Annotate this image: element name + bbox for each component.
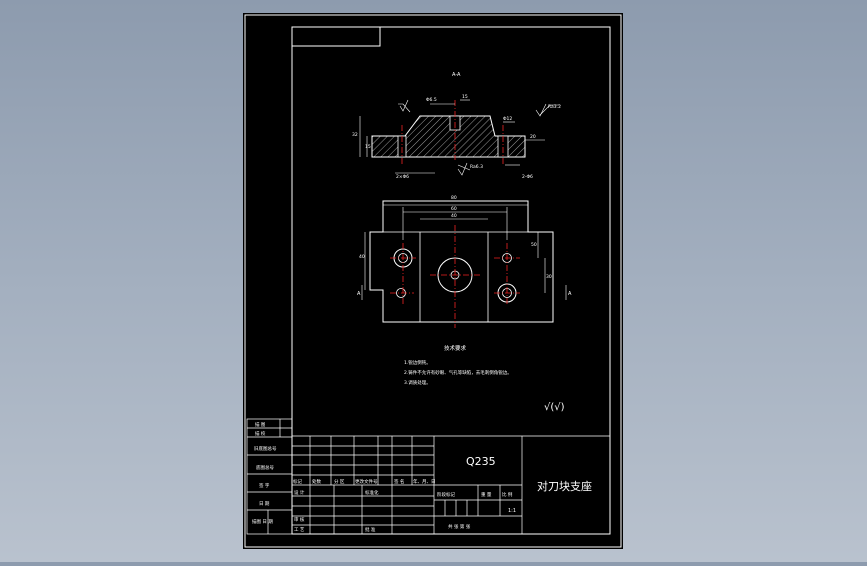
stamp-label: 签 字	[259, 482, 270, 489]
stage-header: 阶段标记	[437, 491, 455, 498]
title-block-text: Q235 对刀块支座 1:1 标记 处数 分 区 更改文件号 签 名 年、月、日…	[293, 455, 592, 533]
stamp-label: 描图 日 期	[252, 518, 273, 525]
rev-header: 年、月、日	[413, 478, 436, 485]
rev-header: 签 名	[394, 478, 404, 485]
dim-text: Φ12	[503, 116, 512, 122]
role-label: 设 计	[294, 489, 305, 496]
section-mark-right: A	[568, 291, 572, 297]
dim-text: 15	[462, 94, 468, 100]
inner-frame	[291, 26, 611, 535]
dim-text: 40	[359, 254, 365, 260]
section-label: A-A	[452, 72, 461, 78]
tech-note: 1.锐边倒钝。	[404, 359, 431, 366]
title-block-grid	[292, 435, 610, 534]
left-stamp-table	[246, 418, 293, 535]
left-stamp-labels: 描 图 描 校 旧底图总号 底图总号 签 字 日 期 描图 日 期	[252, 421, 277, 525]
outer-frame	[244, 14, 622, 548]
code-box	[291, 26, 381, 47]
dim-text: 32	[352, 132, 358, 138]
stage-header: 比 例	[502, 491, 513, 498]
finish-mark: √(√)	[544, 402, 565, 413]
dim-text: 80	[451, 195, 457, 201]
sheet-background	[243, 13, 623, 549]
dim-text: Φ6.5	[426, 97, 437, 103]
part-name: 对刀块支座	[537, 479, 592, 493]
scale-value: 1:1	[508, 508, 516, 514]
role-label: 工 艺	[294, 527, 305, 533]
rev-header: 更改文件号	[355, 478, 378, 485]
tech-note: 2.铸件不允许有砂眼、气孔等缺陷，去毛刺倒角锐边。	[404, 369, 512, 376]
plan-view: 80 60 40 40 50 30 A A	[357, 195, 572, 328]
dim-text: 60	[451, 206, 457, 212]
std-label: 标准化	[365, 489, 379, 496]
sheet-info: 共 张 第 张	[448, 523, 471, 530]
rev-header: 标记	[293, 478, 302, 485]
rev-header: 分 区	[334, 478, 345, 485]
role-label: 审 核	[294, 516, 305, 523]
dim-text: 15	[365, 144, 371, 150]
roughness-label: Ra6.3	[470, 164, 483, 170]
dim-text: 2-Φ6	[522, 174, 533, 180]
stamp-label: 底图总号	[256, 464, 274, 471]
dim-text: 50	[531, 242, 537, 248]
tech-title: 技术要求	[444, 344, 467, 352]
roughness-label: Ra3.2	[548, 104, 561, 110]
section-view: A-A Φ6.5 15	[352, 72, 561, 180]
section-mark-left: A	[357, 291, 361, 297]
dim-text: 20	[530, 134, 536, 140]
stage-header: 重 量	[481, 491, 492, 498]
dim-text: 30	[546, 274, 552, 280]
dim-text: 40	[451, 213, 457, 219]
technical-notes: 技术要求 1.锐边倒钝。 2.铸件不允许有砂眼、气孔等缺陷，去毛刺倒角锐边。 3…	[404, 344, 565, 413]
stamp-label: 日 期	[259, 501, 270, 507]
stamp-label: 旧底图总号	[254, 445, 277, 452]
stamp-label: 描 图	[255, 421, 266, 428]
rev-header: 处数	[312, 478, 321, 485]
approve-label: 批 准	[365, 526, 376, 533]
tech-note: 3.调质处理。	[404, 379, 431, 386]
dim-text: 2×Φ6	[396, 174, 409, 180]
material-label: Q235	[466, 455, 496, 468]
stamp-label: 描 校	[255, 430, 266, 437]
